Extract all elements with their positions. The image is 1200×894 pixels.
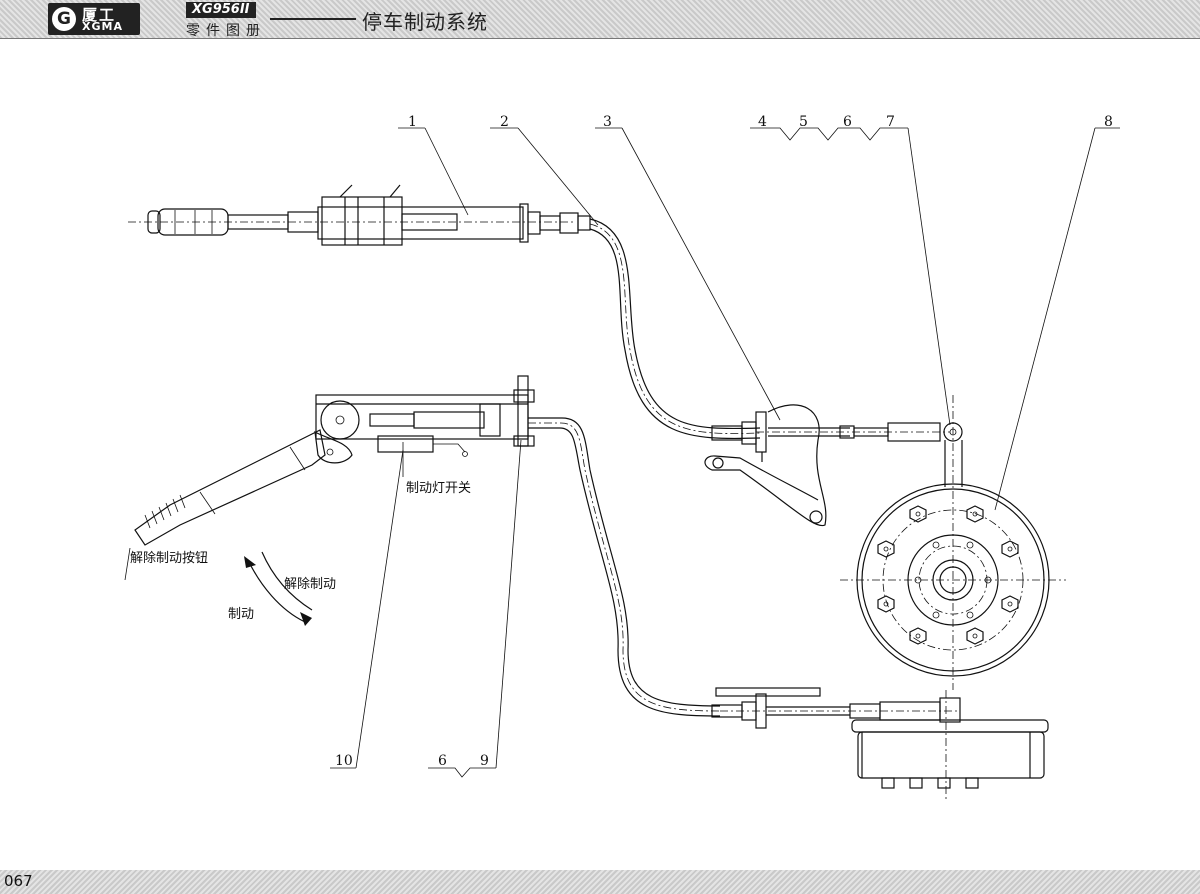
arrow-head-icon <box>300 612 312 626</box>
parking-cable-upper <box>589 218 761 440</box>
logo-emblem-icon: G <box>52 7 76 31</box>
callout-7: 7 <box>886 114 895 130</box>
page-number: 067 <box>4 872 33 890</box>
hand-lever-mechanism <box>134 375 535 546</box>
logo-brand-cn: 厦工 <box>82 6 117 24</box>
callout-5: 5 <box>799 114 808 130</box>
parking-cable-lower <box>528 417 961 729</box>
callout-8: 8 <box>1104 114 1113 130</box>
brake-light-switch-label: 制动灯开关 <box>406 481 471 496</box>
callout-10: 10 <box>335 753 353 769</box>
lever-bracket <box>704 404 963 527</box>
callout-6-lower: 6 <box>438 753 447 769</box>
callout-1: 1 <box>408 114 417 130</box>
callout-2: 2 <box>500 114 509 130</box>
callout-6: 6 <box>843 114 852 130</box>
page-title: 停车制动系统 <box>362 10 488 34</box>
parking-brake-diagram: 1 2 3 4 5 6 7 8 10 6 9 解除制动按钮 制动灯开关 解除制动… <box>124 114 1120 800</box>
brake-label: 制动 <box>228 607 254 622</box>
callout-3: 3 <box>603 114 612 130</box>
release-brake-label: 解除制动 <box>284 577 336 592</box>
brake-drum-front-view <box>840 395 1066 690</box>
callout-9: 9 <box>480 753 489 769</box>
model-number: XG956II <box>186 2 256 18</box>
hand-control-assembly <box>128 184 591 246</box>
header-rule <box>270 18 356 20</box>
release-button-grip <box>144 494 186 529</box>
page-footer: 067 <box>0 870 1200 894</box>
brake-drum-side-view <box>851 690 1049 800</box>
drum-bolt-pattern <box>877 505 1019 645</box>
callout-4: 4 <box>758 114 767 130</box>
callout-leaders <box>124 127 1120 778</box>
release-button-label: 解除制动按钮 <box>130 551 208 566</box>
catalog-label: 零件图册 <box>186 23 266 39</box>
page-header: G 厦工 XGMA XG956II 零件图册 停车制动系统 <box>0 0 1200 39</box>
xgma-logo: G 厦工 XGMA <box>48 3 140 35</box>
logo-brand-en: XGMA <box>82 20 123 33</box>
arrow-head-icon <box>244 556 256 568</box>
direction-arrows <box>244 551 313 626</box>
